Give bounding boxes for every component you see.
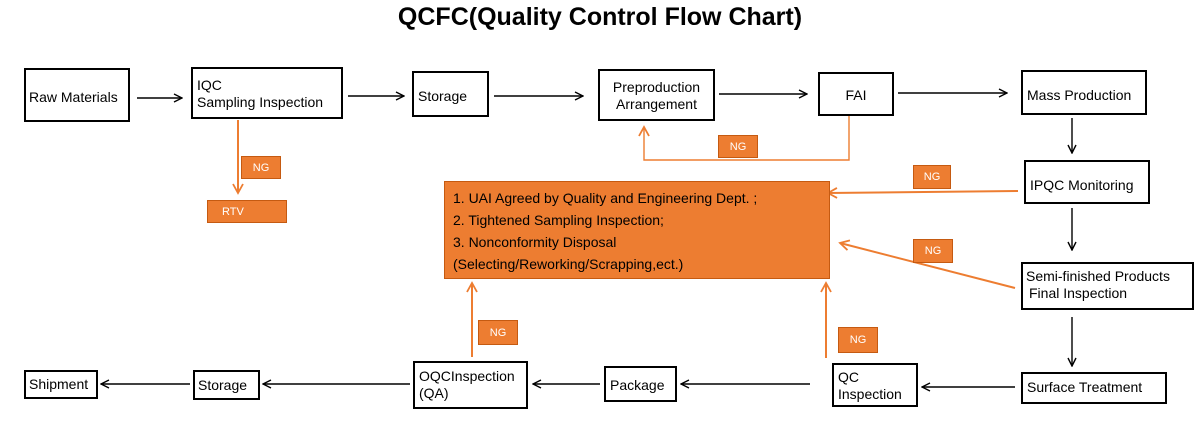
node-shipment: Shipment xyxy=(24,370,98,399)
ng-arrow-fai-to-preproduction xyxy=(638,115,850,161)
action-item-3: 3. Nonconformity Disposal xyxy=(453,234,617,250)
node-fai-label: FAI xyxy=(845,87,867,103)
node-preproduction-label-2: Arrangement xyxy=(616,96,697,112)
node-semi-finished: Semi-finished Products Final Inspection xyxy=(1021,262,1194,310)
node-iqc: IQC Sampling Inspection xyxy=(191,67,343,119)
node-shipment-label: Shipment xyxy=(29,376,89,392)
node-package-label: Package xyxy=(610,377,665,393)
node-oqc-label-1: OQCInspection xyxy=(419,368,515,384)
chart-title: QCFC(Quality Control Flow Chart) xyxy=(397,3,803,31)
node-preproduction: Preproduction Arrangement xyxy=(598,69,715,121)
ng-label-qc: NG xyxy=(838,327,878,353)
node-oqc: OQCInspection (QA) xyxy=(413,361,528,409)
node-oqc-label-2: (QA) xyxy=(419,385,449,401)
node-semi-finished-label-2: Final Inspection xyxy=(1029,285,1128,301)
node-raw-materials: Raw Materials xyxy=(24,68,130,122)
ng-label-iqc: NG xyxy=(241,156,281,179)
node-qc-inspection-label-1: QC xyxy=(838,369,859,385)
ng-label-oqc: NG xyxy=(478,320,518,345)
node-storage-1-label: Storage xyxy=(418,88,468,104)
node-iqc-label-1: IQC xyxy=(197,77,222,93)
node-mass-production-label: Mass Production xyxy=(1027,87,1132,103)
node-raw-materials-label: Raw Materials xyxy=(29,89,118,105)
node-fai: FAI xyxy=(818,72,894,116)
action-item-4: (Selecting/Reworking/Scrapping,ect.) xyxy=(453,256,684,272)
ng-label-ipqc: NG xyxy=(913,165,951,189)
ng-arrow-ipqc-to-actions xyxy=(826,187,1019,199)
node-surface-treatment-label: Surface Treatment xyxy=(1027,379,1143,395)
node-iqc-label-2: Sampling Inspection xyxy=(197,94,324,110)
node-package: Package xyxy=(604,366,677,402)
node-ipqc-label: IPQC Monitoring xyxy=(1030,177,1134,193)
node-qc-inspection-label-2: Inspection xyxy=(838,386,902,402)
node-surface-treatment: Surface Treatment xyxy=(1021,372,1167,404)
action-item-2: 2. Tightened Sampling Inspection; xyxy=(453,212,664,228)
action-item-1: 1. UAI Agreed by Quality and Engineering… xyxy=(453,190,758,206)
node-mass-production: Mass Production xyxy=(1021,70,1147,115)
ng-label-semi-finished: NG xyxy=(913,239,953,263)
node-preproduction-label-1: Preproduction xyxy=(612,79,701,95)
node-semi-finished-label-1: Semi-finished Products xyxy=(1026,268,1170,284)
node-storage-2: Storage xyxy=(193,370,260,400)
node-storage-2-label: Storage xyxy=(198,377,248,393)
node-ipqc: IPQC Monitoring xyxy=(1024,160,1150,204)
ng-label-fai: NG xyxy=(718,135,758,158)
node-qc-inspection: QC Inspection xyxy=(832,363,918,407)
nonconformity-actions-box: 1. UAI Agreed by Quality and Engineering… xyxy=(444,181,830,279)
rtv-label: RTV xyxy=(207,200,287,223)
ng-arrow-semi-finished-to-actions xyxy=(838,239,1016,289)
node-storage-1: Storage xyxy=(412,71,489,117)
